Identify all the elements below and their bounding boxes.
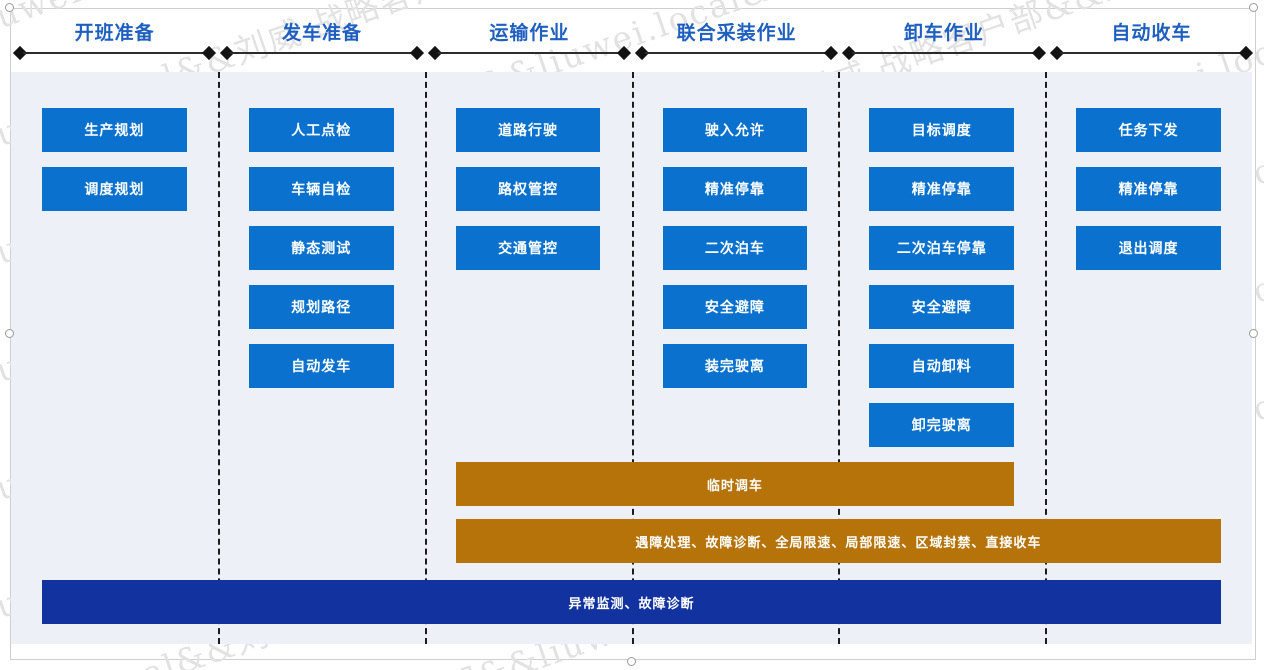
phase-step-3[interactable]: 运输作业 [427,9,632,71]
connector-bar [230,52,414,54]
phase-step-2[interactable]: 发车准备 [220,9,424,71]
column-divider-4 [838,72,841,644]
process-step-chip[interactable]: 静态测试 [248,226,394,270]
connector-bar [852,52,1036,54]
process-step-chip[interactable]: 规划路径 [248,285,394,329]
resize-handle-middle-left[interactable] [5,329,14,338]
resize-handle-top-right[interactable] [1249,3,1258,12]
process-step-chip[interactable]: 任务下发 [1076,108,1221,152]
process-step-chip[interactable]: 自动发车 [248,344,394,388]
process-column-1: 生产规划调度规划 [42,72,187,226]
process-step-chip[interactable]: 生产规划 [42,108,187,152]
diamond-marker-right [1031,45,1046,61]
phase-label: 卸车作业 [903,23,984,44]
diamond-marker-right [202,45,217,61]
phase-label: 发车准备 [281,23,362,44]
process-step-chip[interactable]: 自动卸料 [869,344,1015,388]
process-step-chip[interactable]: 装完驶离 [662,344,808,388]
diagram-panel: 生产规划调度规划人工点检车辆自检静态测试规划路径自动发车道路行驶路权管控交通管控… [11,72,1252,644]
process-column-2: 人工点检车辆自检静态测试规划路径自动发车 [248,72,394,403]
phase-strip: 开班准备 发车准备 运输作业 联合采装作业 卸车作业 自动收车 [11,9,1255,71]
diamond-marker-right [409,45,424,61]
phase-step-1[interactable]: 开班准备 [12,9,217,71]
process-step-chip[interactable]: 安全避障 [662,285,808,329]
connector-bar [437,52,621,54]
process-step-chip[interactable]: 退出调度 [1076,226,1221,270]
phase-connector-line [842,45,1046,61]
connector-bar [1059,52,1243,54]
connector-bar [23,52,207,54]
process-step-chip[interactable]: 驶入允许 [662,108,808,152]
spanning-bar-temporary-dispatch[interactable]: 临时调车 [455,462,1015,506]
process-step-chip[interactable]: 安全避障 [869,285,1015,329]
resize-handle-top-left[interactable] [5,3,14,12]
spanning-bar-anomaly-monitoring[interactable]: 异常监测、故障诊断 [42,580,1221,624]
resize-handle-bottom-middle[interactable] [627,657,636,666]
phase-label: 联合采装作业 [676,23,797,44]
phase-step-6[interactable]: 自动收车 [1049,9,1254,71]
process-step-chip[interactable]: 人工点检 [248,108,394,152]
process-step-chip[interactable]: 路权管控 [455,167,601,211]
phase-label: 开班准备 [74,23,155,44]
process-step-chip[interactable]: 二次泊车停靠 [869,226,1015,270]
phase-connector-line [12,45,217,61]
process-column-4: 驶入允许精准停靠二次泊车安全避障装完驶离 [662,72,808,403]
diamond-marker-right [616,45,632,61]
column-divider-1 [217,72,220,644]
watermark-text: 战略客户部&&liuwei.local&&刘威 战略客户部&&liuwei.lo… [0,0,1264,5]
process-step-chip[interactable]: 道路行驶 [455,108,601,152]
process-column-6: 任务下发精准停靠退出调度 [1076,72,1221,285]
spanning-bar-exception-handling[interactable]: 遇障处理、故障诊断、全局限速、局部限速、区域封禁、直接收车 [455,519,1221,563]
column-divider-5 [1045,72,1048,644]
process-step-chip[interactable]: 交通管控 [455,226,601,270]
process-step-chip[interactable]: 调度规划 [42,167,187,211]
process-step-chip[interactable]: 精准停靠 [662,167,808,211]
phase-step-4[interactable]: 联合采装作业 [634,9,839,71]
resize-handle-middle-right[interactable] [1249,329,1258,338]
phase-connector-line [220,45,424,61]
phase-connector-line [427,45,632,61]
diamond-marker-right [1238,45,1254,61]
process-column-5: 目标调度精准停靠二次泊车停靠安全避障自动卸料卸完驶离 [869,72,1015,462]
process-step-chip[interactable]: 二次泊车 [662,226,808,270]
column-divider-3 [631,72,634,644]
connector-bar [645,52,829,54]
phase-connector-line [1049,45,1254,61]
column-divider-2 [424,72,427,644]
process-step-chip[interactable]: 卸完驶离 [869,403,1015,447]
phase-label: 运输作业 [489,23,570,44]
diamond-marker-right [824,45,839,61]
process-column-3: 道路行驶路权管控交通管控 [455,72,601,285]
phase-step-5[interactable]: 卸车作业 [842,9,1046,71]
process-step-chip[interactable]: 目标调度 [869,108,1015,152]
phase-label: 自动收车 [1111,23,1192,44]
process-step-chip[interactable]: 精准停靠 [869,167,1015,211]
phase-connector-line [634,45,839,61]
process-step-chip[interactable]: 车辆自检 [248,167,394,211]
process-step-chip[interactable]: 精准停靠 [1076,167,1221,211]
